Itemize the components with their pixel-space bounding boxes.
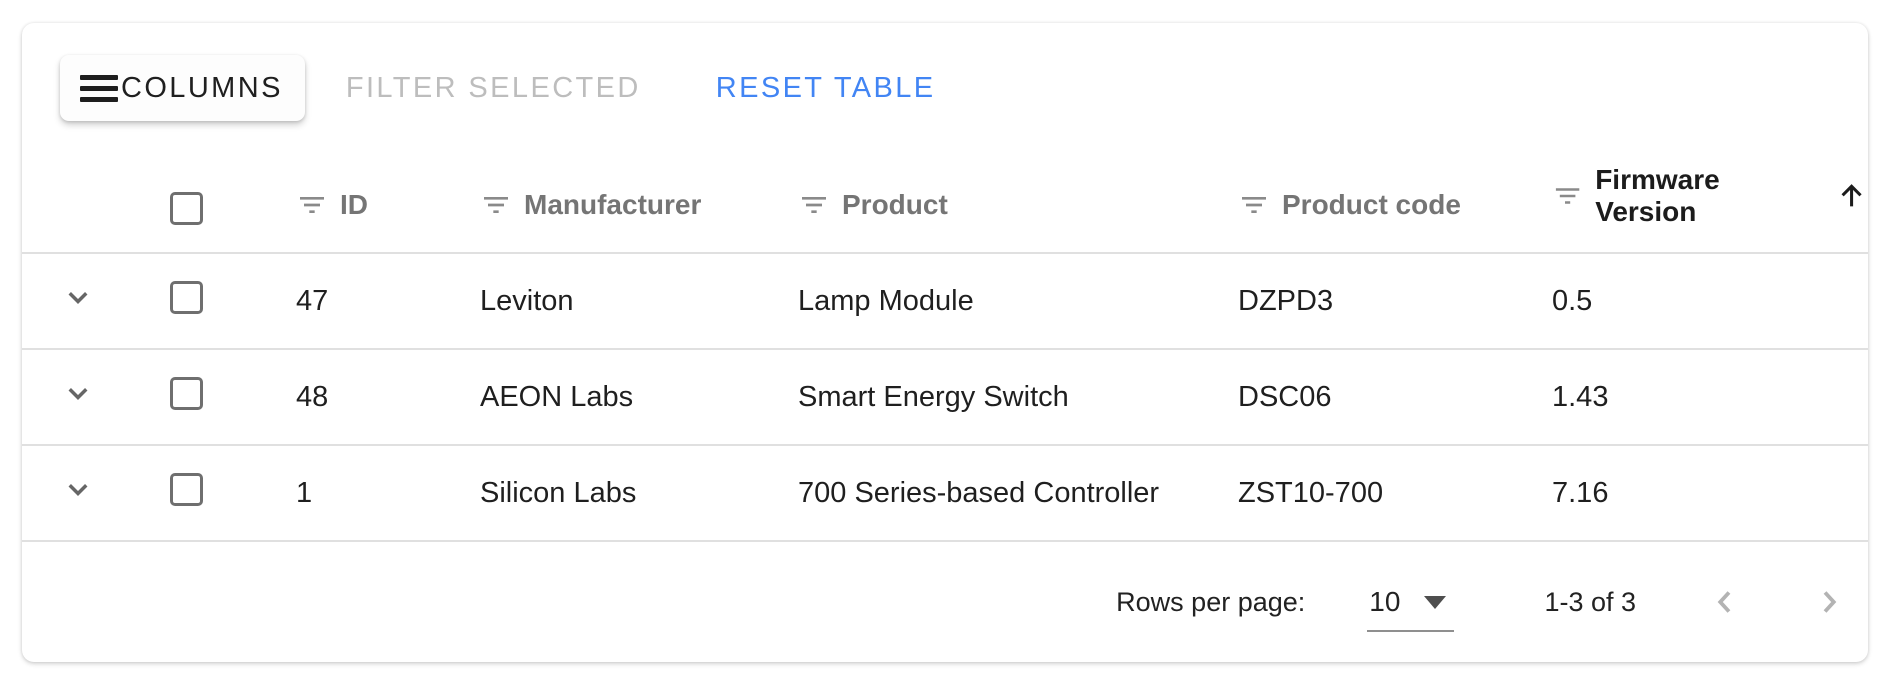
column-label: ID bbox=[340, 189, 368, 220]
chevron-right-icon bbox=[1823, 591, 1837, 613]
data-table-card: COLUMNS FILTER SELECTED RESET TABLE bbox=[22, 23, 1868, 662]
columns-button[interactable]: COLUMNS bbox=[60, 55, 305, 121]
next-page-button[interactable] bbox=[1810, 583, 1848, 621]
cell-id: 1 bbox=[238, 445, 458, 542]
row-checkbox[interactable] bbox=[169, 472, 203, 506]
column-header-manufacturer[interactable]: Manufacturer bbox=[458, 120, 775, 254]
cell-product: 700 Series-based Controller bbox=[775, 445, 1215, 542]
filter-icon[interactable] bbox=[296, 189, 328, 221]
rows-per-page-select[interactable]: 10 bbox=[1367, 586, 1455, 632]
header-row: ID Manufacturer Product bbox=[22, 120, 1868, 254]
chevron-down-icon bbox=[68, 484, 88, 496]
columns-button-label: COLUMNS bbox=[121, 71, 283, 104]
header-expand-spacer bbox=[22, 120, 134, 254]
header-select-all-cell bbox=[134, 120, 238, 254]
column-label: Firmware Version bbox=[1595, 164, 1720, 227]
cell-id: 47 bbox=[238, 253, 458, 350]
table-row[interactable]: 47 Leviton Lamp Module DZPD3 0.5 bbox=[22, 253, 1868, 350]
row-checkbox[interactable] bbox=[169, 280, 203, 314]
column-label: Product bbox=[842, 189, 948, 220]
cell-firmware: 0.5 bbox=[1530, 253, 1868, 350]
rows-per-page-value: 10 bbox=[1369, 586, 1401, 617]
row-checkbox[interactable] bbox=[169, 376, 203, 410]
cell-id: 48 bbox=[238, 349, 458, 446]
chevron-down-icon bbox=[68, 388, 88, 400]
filter-icon[interactable] bbox=[1552, 180, 1583, 212]
pagination-range: 1-3 of 3 bbox=[1544, 586, 1636, 617]
column-label: Product code bbox=[1282, 189, 1461, 220]
reset-table-label: RESET TABLE bbox=[715, 71, 936, 104]
filter-selected-label: FILTER SELECTED bbox=[345, 71, 641, 104]
table-pagination: Rows per page: 10 1-3 of 3 bbox=[22, 542, 1868, 662]
cell-product-code: DZPD3 bbox=[1215, 253, 1530, 350]
hamburger-icon bbox=[80, 74, 118, 102]
table-toolbar: COLUMNS FILTER SELECTED RESET TABLE bbox=[22, 23, 1868, 121]
dropdown-arrow-icon bbox=[1424, 595, 1447, 609]
cell-firmware: 1.43 bbox=[1530, 349, 1868, 446]
column-header-id[interactable]: ID bbox=[238, 120, 458, 254]
previous-page-button[interactable] bbox=[1706, 583, 1744, 621]
chevron-left-icon bbox=[1717, 591, 1731, 613]
table-row[interactable]: 48 AEON Labs Smart Energy Switch DSC06 1… bbox=[22, 349, 1868, 446]
reset-table-button[interactable]: RESET TABLE bbox=[700, 55, 952, 121]
cell-product-code: DSC06 bbox=[1215, 349, 1530, 446]
rows-per-page-label: Rows per page: bbox=[1116, 586, 1306, 617]
filter-icon[interactable] bbox=[1238, 189, 1270, 221]
column-header-product-code[interactable]: Product code bbox=[1215, 120, 1530, 254]
filter-icon[interactable] bbox=[798, 189, 830, 221]
filter-icon[interactable] bbox=[480, 189, 512, 221]
select-all-checkbox[interactable] bbox=[169, 192, 203, 225]
cell-manufacturer: AEON Labs bbox=[458, 349, 775, 446]
column-header-firmware-version[interactable]: Firmware Version bbox=[1530, 120, 1868, 254]
column-label: Manufacturer bbox=[524, 189, 702, 220]
column-header-product[interactable]: Product bbox=[775, 120, 1215, 254]
expand-row-button[interactable] bbox=[60, 375, 96, 411]
sort-ascending-icon bbox=[1841, 184, 1862, 207]
filter-selected-button[interactable]: FILTER SELECTED bbox=[330, 55, 657, 121]
expand-row-button[interactable] bbox=[60, 279, 96, 315]
cell-product-code: ZST10-700 bbox=[1215, 445, 1530, 542]
cell-product: Lamp Module bbox=[775, 253, 1215, 350]
expand-row-button[interactable] bbox=[60, 471, 96, 507]
chevron-down-icon bbox=[68, 292, 88, 304]
table-row[interactable]: 1 Silicon Labs 700 Series-based Controll… bbox=[22, 445, 1868, 542]
cell-firmware: 7.16 bbox=[1530, 445, 1868, 542]
cell-manufacturer: Silicon Labs bbox=[458, 445, 775, 542]
cell-product: Smart Energy Switch bbox=[775, 349, 1215, 446]
devices-table: ID Manufacturer Product bbox=[22, 120, 1868, 542]
cell-manufacturer: Leviton bbox=[458, 253, 775, 350]
